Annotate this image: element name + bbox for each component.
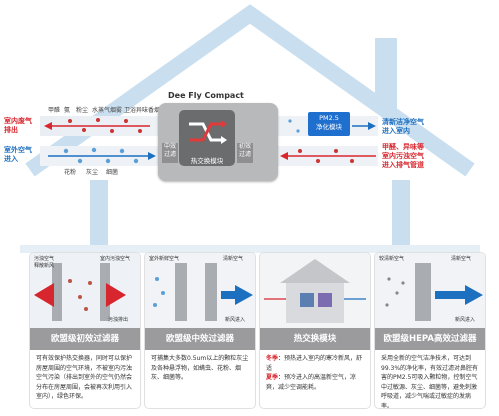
panel-description: 可捕集大多数0.5um以上的颗粒灰尘及各种悬浮物，如螨虫、花粉、烟灰、细菌等。 (151, 355, 249, 381)
left-arrow-icon (106, 283, 126, 307)
left-arrow-icon (34, 283, 54, 307)
panel-label: 释散新风 (34, 263, 55, 269)
exhaust-arrow-icon (44, 122, 52, 130)
medium-filter-illustration: 室外新鲜空气 清新空气 新风进入 (145, 253, 255, 328)
panel-label: 室内污浊空气 (100, 256, 131, 262)
pm25-module: PM2.5 净化模块 (308, 112, 350, 136)
panel-label: 污浊排出 (108, 317, 129, 323)
summer-tag: 夏季： (266, 374, 285, 381)
pollutant-exhaust-label: 甲醛、异味等 室内污浊空气 进入排气管道 (382, 143, 424, 169)
panel-label: 新风进入 (225, 317, 246, 323)
pollutant-label: 卫浴异味 (124, 107, 149, 114)
particle-label: 灰尘 (86, 169, 99, 176)
intake-arrow-icon (148, 152, 156, 160)
panel-description: 采用全新的空气洁净技术，可达到99.3%的净化率，有效过滤对鼻腔有害的PM2.5… (381, 355, 479, 408)
panel-heat-exchanger: 热交换模块 冬季：预热进入室内的寒冷新风，舒适 夏季：预冷进入的高温新空气，凉爽… (260, 253, 370, 408)
pollutant-label: 香烟 (148, 107, 161, 114)
heat-exchanger-label: 热交换模块 (190, 157, 224, 165)
supply-arrow-icon (368, 122, 376, 130)
panel-label: 清新空气 (451, 256, 472, 262)
right-arrow-icon (235, 285, 253, 305)
summer-desc: 预冷进入的高温新空气，凉爽，减少空调能耗。 (266, 374, 357, 391)
right-arrow-icon (465, 285, 483, 305)
particle-label: 花粉 (64, 169, 77, 176)
panel-title: 欧盟级中效过滤器 (145, 328, 255, 350)
panel-description: 可有效保护热交换器，同时可以保护房屋周围的空气环境，不被室内污浊空气污染（排出到… (36, 355, 133, 400)
panel-title: 欧盟级HEPA高效过滤器 (375, 328, 485, 350)
panel-label: 较清新空气 (379, 256, 405, 262)
indoor-exhaust-label: 室内废气 排出 (4, 117, 32, 134)
panel-hepa-filter: 较清新空气 清新空气 新风进入 欧盟级HEPA高效过滤器 采用全新的空气洁净技术… (375, 253, 485, 408)
heat-exchanger (179, 110, 235, 166)
medium-filter-box: 中效 过滤 (162, 143, 178, 163)
pollutant-label: 氨 (64, 107, 71, 114)
pollutant-label: 烟雾 (110, 107, 123, 114)
clean-air-label: 清新洁净空气 进入室内 (382, 118, 424, 135)
primary-filter-box: 初效 过滤 (237, 143, 253, 163)
panel-title: 热交换模块 (260, 328, 370, 350)
heat-exchanger-illustration (260, 253, 370, 328)
outdoor-intake-label: 室外空气 进入 (4, 146, 32, 163)
pollutant-label: 甲醛 (48, 107, 61, 114)
panel-label: 新风进入 (455, 317, 476, 323)
device-title: Dee Fly Compact (168, 91, 244, 100)
hepa-filter-illustration: 较清新空气 清新空气 新风进入 (375, 253, 485, 328)
return-arrow-icon (280, 152, 288, 160)
panel-description: 冬季：预热进入室内的寒冷新风，舒适 夏季：预冷进入的高温新空气，凉爽，减少空调能… (266, 354, 364, 392)
panel-label: 污浊空气 (34, 256, 55, 262)
winter-desc: 预热进入室内的寒冷新风，舒适 (266, 355, 363, 372)
particle-label: 细菌 (106, 169, 119, 176)
panel-primary-filter: 污浊空气 释散新风 室内污浊空气 污浊排出 欧盟级初效过滤器 可有效保护热交换器… (30, 253, 140, 408)
pollutant-label: 粉尘 (76, 107, 89, 114)
exchange-arrows-icon (189, 120, 227, 144)
panel-label: 清新空气 (223, 256, 244, 262)
pollutant-label: 水蒸气 (92, 107, 111, 114)
winter-tag: 冬季： (266, 355, 285, 362)
primary-filter-illustration: 污浊空气 释散新风 室内污浊空气 污浊排出 (30, 253, 140, 328)
panel-label: 室外新鲜空气 (149, 256, 180, 262)
panel-medium-filter: 室外新鲜空气 清新空气 新风进入 欧盟级中效过滤器 可捕集大多数0.5um以上的… (145, 253, 255, 408)
panel-title: 欧盟级初效过滤器 (30, 328, 140, 350)
